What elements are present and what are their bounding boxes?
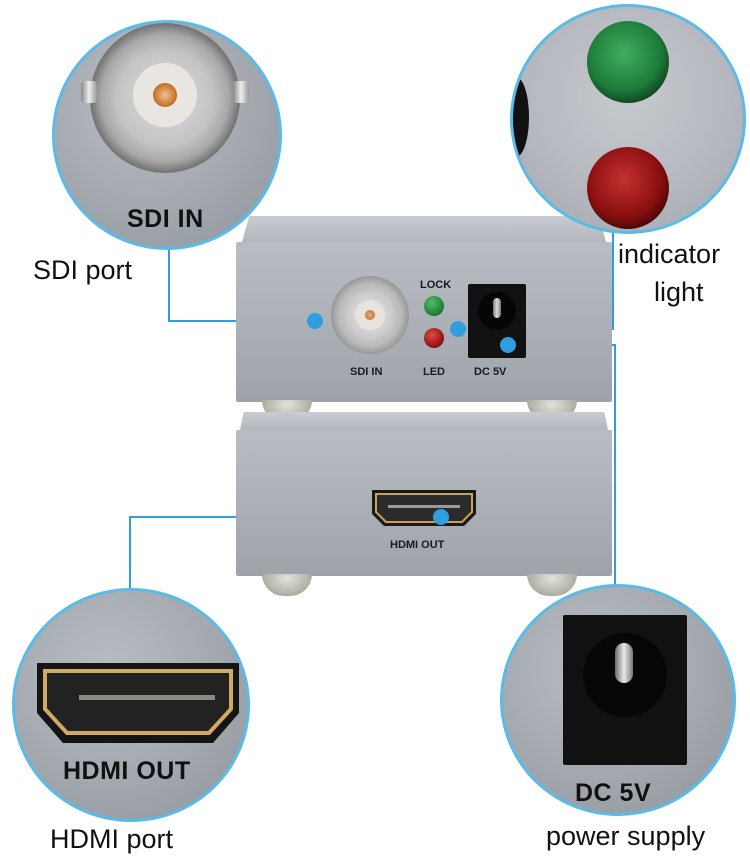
power-supply-caption: power supply xyxy=(546,821,706,851)
indicator-zoom-circle xyxy=(510,4,746,234)
led-label: LED xyxy=(423,366,445,378)
sdi-target-marker xyxy=(307,313,323,329)
sdi-port-caption: SDI port xyxy=(33,255,133,285)
hdmi-zoom-port xyxy=(37,663,239,743)
bottom-unit-foot-left xyxy=(262,574,312,596)
indicator-caption-line2: light xyxy=(654,277,704,307)
sdi-zoom-center-pin xyxy=(153,83,177,107)
hdmi-target-marker xyxy=(433,509,449,525)
indicator-zoom-green-led xyxy=(587,21,669,103)
bottom-unit-top-face xyxy=(240,412,608,430)
sdi-bnc-connector[interactable] xyxy=(331,276,409,354)
sdi-in-label: SDI IN xyxy=(350,366,383,378)
sdi-zoom-circle: SDI IN xyxy=(52,20,282,250)
top-unit: SDI IN LOCK LED DC 5V xyxy=(236,216,612,406)
indicator-callout-line-vertical xyxy=(612,232,614,330)
hdmi-callout-line-vertical xyxy=(129,516,131,588)
indicator-zoom-red-led xyxy=(587,147,669,229)
hdmi-out-label: HDMI OUT xyxy=(390,539,445,551)
sdi-callout-line-vertical xyxy=(168,246,170,322)
dc-power-jack[interactable] xyxy=(468,284,526,358)
bottom-unit-foot-right xyxy=(527,574,577,596)
power-target-marker xyxy=(500,337,516,353)
hdmi-zoom-label: HDMI OUT xyxy=(63,757,191,785)
dc-jack-pin xyxy=(493,298,501,318)
power-zoom-label: DC 5V xyxy=(575,779,652,807)
sdi-zoom-bnc-lug-right xyxy=(233,81,249,103)
lock-led-green xyxy=(424,296,444,316)
power-zoom-jack-pin xyxy=(615,643,633,683)
top-unit-front-panel xyxy=(236,242,612,402)
sdi-zoom-bnc-lug-left xyxy=(81,81,97,103)
indicator-zoom-edge-shadow xyxy=(513,77,529,157)
power-zoom-dc-jack xyxy=(563,615,687,765)
lock-label: LOCK xyxy=(420,279,452,291)
top-unit-top-face xyxy=(242,216,606,242)
bnc-pin xyxy=(365,310,375,320)
sdi-zoom-label: SDI IN xyxy=(127,205,204,233)
indicator-target-marker xyxy=(450,321,466,337)
bottom-unit: HDMI OUT xyxy=(236,412,612,580)
indicator-caption-line1: indicator xyxy=(618,239,721,269)
power-zoom-circle: DC 5V xyxy=(500,584,736,816)
hdmi-zoom-circle: HDMI OUT xyxy=(12,588,250,822)
hdmi-out-port[interactable] xyxy=(370,488,478,528)
dc-5v-label: DC 5V xyxy=(474,366,507,378)
status-led-red xyxy=(424,328,444,348)
power-callout-line-vertical xyxy=(614,344,616,584)
hdmi-port-caption: HDMI port xyxy=(50,824,174,854)
